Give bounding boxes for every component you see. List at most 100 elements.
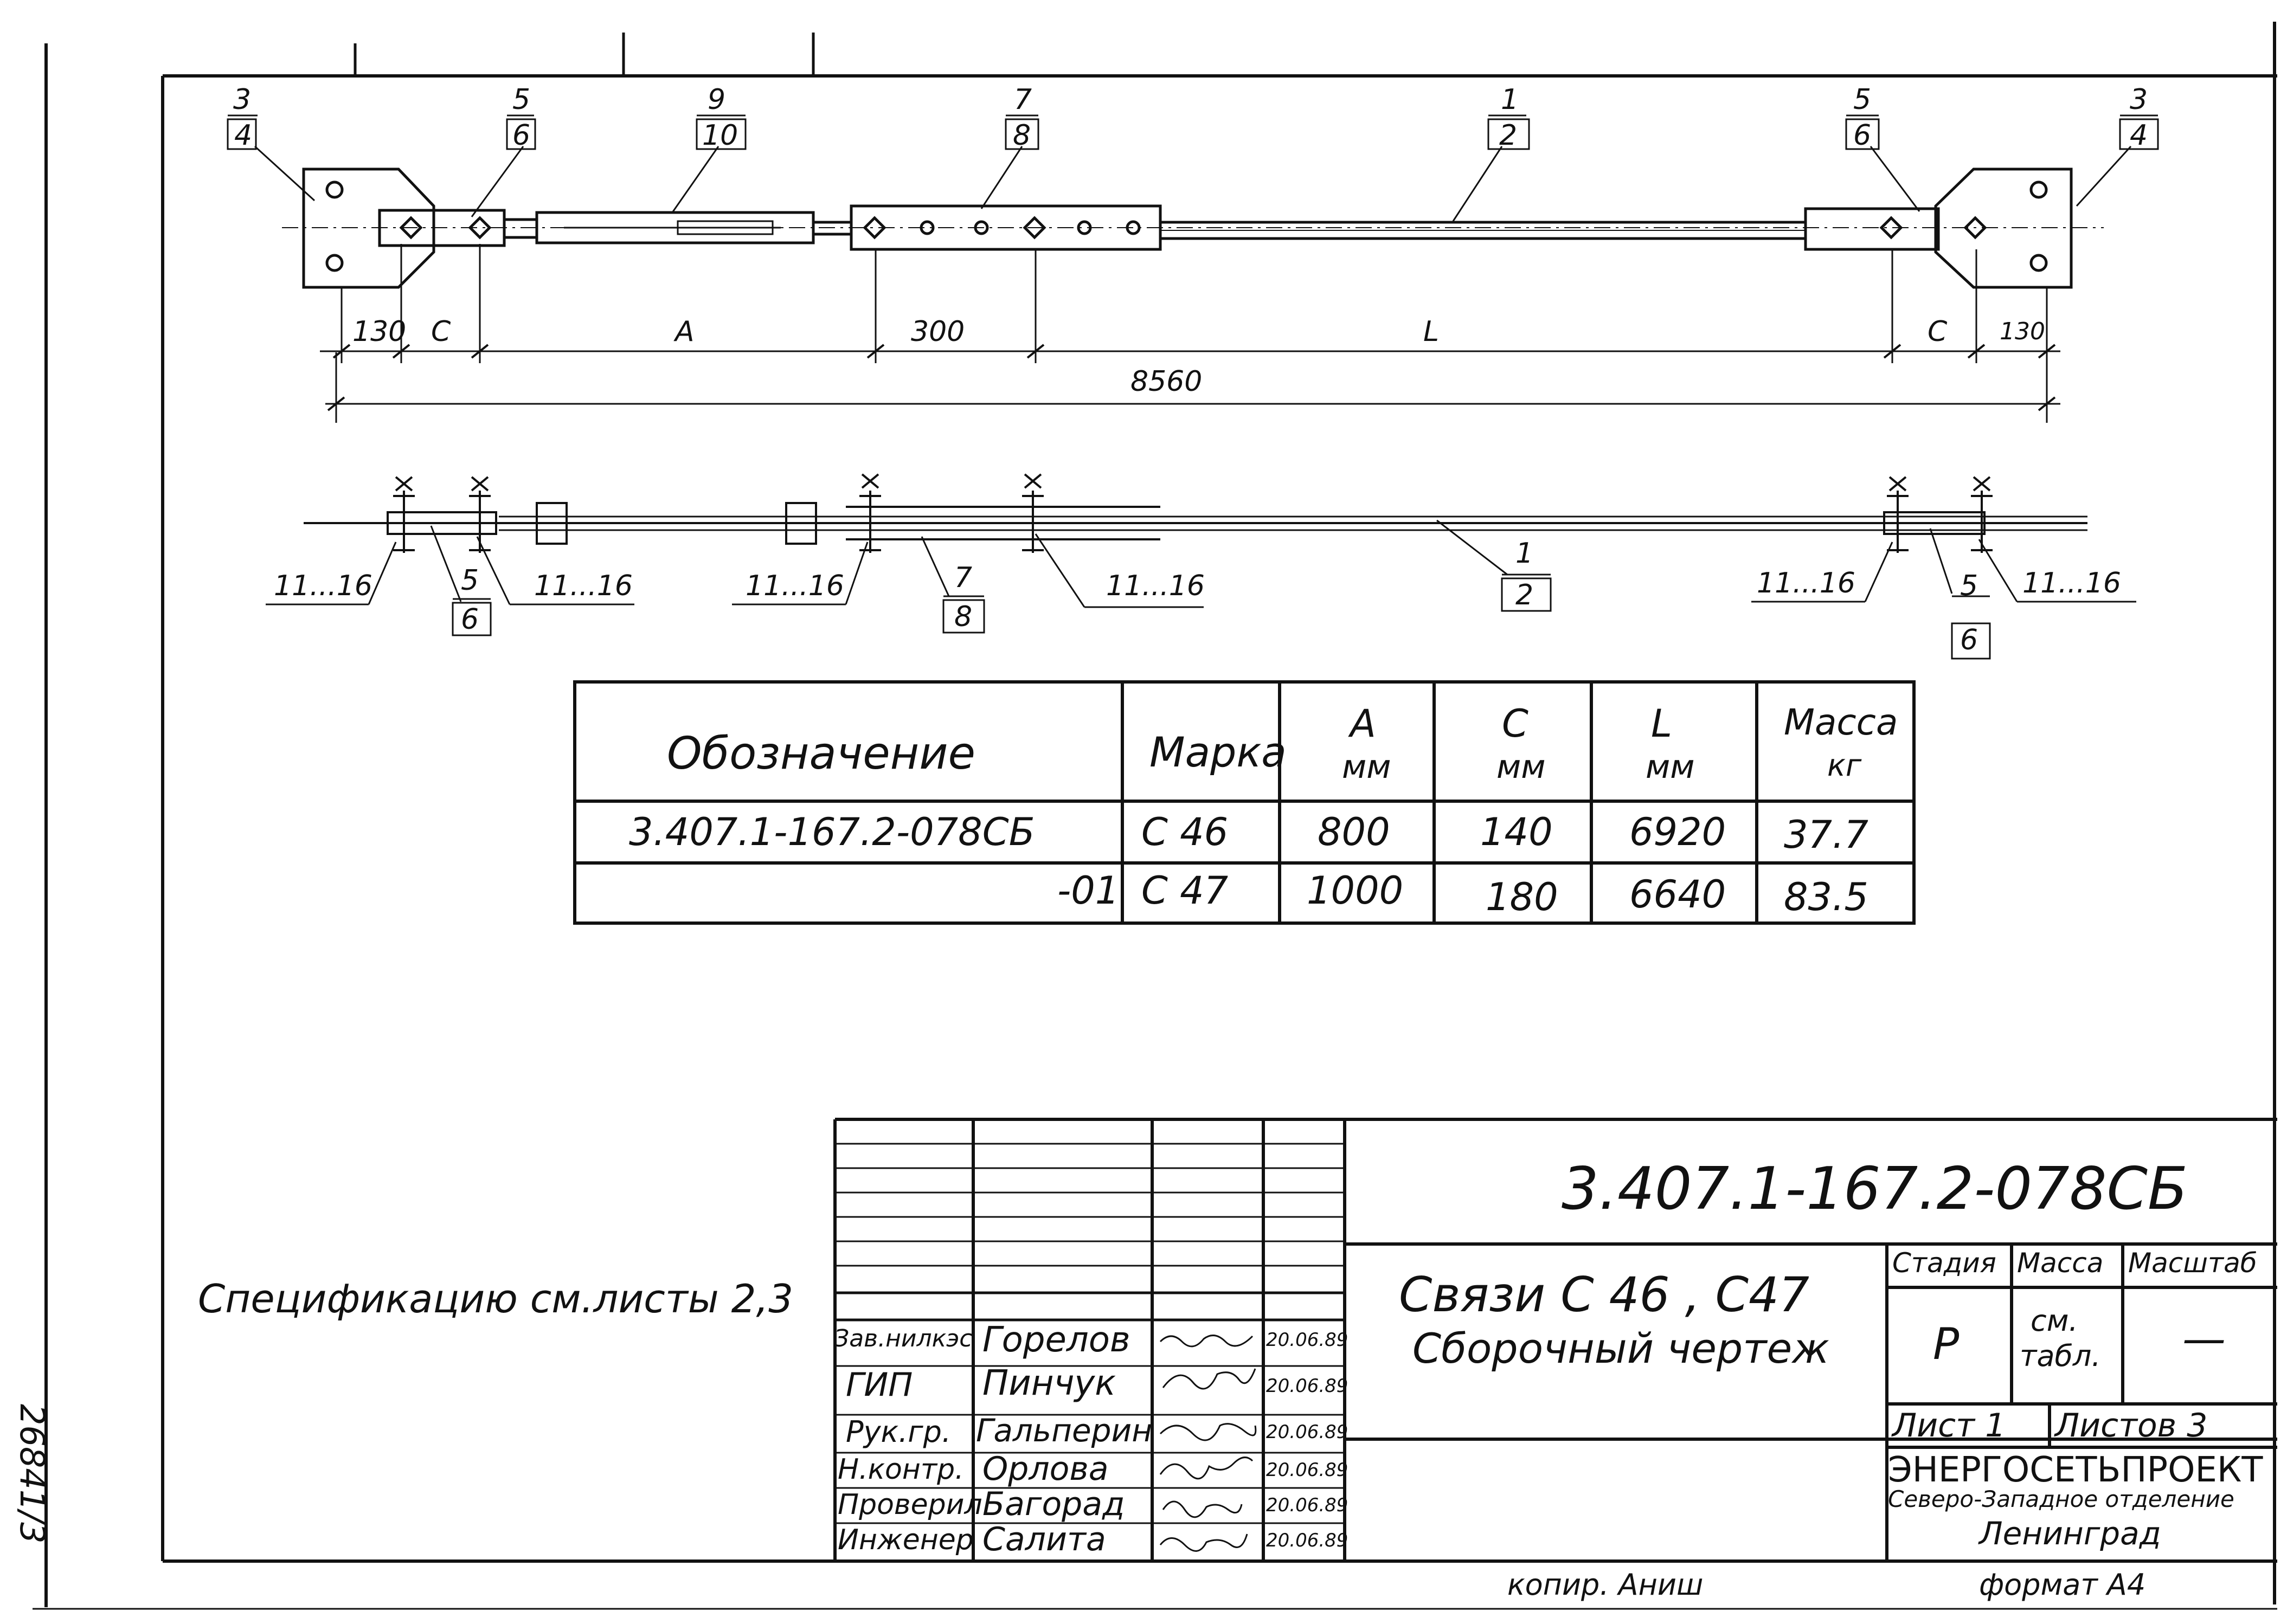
side-label-6: 11...16 (2022, 567, 2121, 600)
signature-date-4: 20.06.89 (1266, 1459, 1348, 1481)
callout-top-5: 1 (1501, 83, 1519, 116)
signature-role-6: Инженер (838, 1524, 974, 1556)
side-turnbuckle-nut-left (536, 502, 568, 545)
table-row-1-mark: С 46 (1141, 810, 1229, 854)
drawing-number: 3.407.1-167.2-078СБ (1562, 1155, 2188, 1223)
signature-name-1: Горелов (982, 1320, 1130, 1360)
callout-bottom-7: 4 (2130, 119, 2148, 152)
signature-role-1: Зав.нилкэс (834, 1325, 973, 1352)
sheets-label: Листов 3 (2055, 1407, 2208, 1445)
mass-header: Масса (2017, 1247, 2104, 1279)
dim-130-left: 130 (352, 315, 407, 348)
side-callout-top-1: 5 (461, 564, 479, 597)
table-header-c-unit: мм (1496, 748, 1546, 786)
table-header-l: L (1651, 701, 1672, 746)
title-block-rows (835, 1143, 1345, 1524)
side-stamp: 26841/3 (12, 1404, 52, 1544)
dimension-ticks (327, 344, 2056, 411)
signature-name-2: Пинчук (982, 1363, 1116, 1403)
signature-role-4: Н.контр. (838, 1453, 964, 1486)
side-label-3: 11...16 (746, 570, 844, 602)
table-header-mass-unit: кг (1827, 748, 1862, 783)
dim-130-right: 130 (2000, 318, 2045, 345)
spec-note: Спецификацию см.листы 2,3 (198, 1276, 794, 1322)
dim-l: L (1423, 315, 1439, 348)
dim-c-right: С (1928, 315, 1948, 348)
signature-salita (1159, 1533, 1248, 1552)
callout-bottom-5: 2 (1499, 119, 1518, 152)
table-row-1-a: 800 (1318, 810, 1390, 854)
callout-top-4: 7 (1014, 83, 1032, 116)
signature-date-2: 20.06.89 (1266, 1375, 1348, 1397)
signature-date-5: 20.06.89 (1266, 1494, 1348, 1516)
callout-top-3: 9 (708, 83, 726, 116)
signature-galperin (1159, 1423, 1257, 1441)
signature-date-6: 20.06.89 (1266, 1530, 1348, 1551)
callout-top-2: 5 (512, 83, 531, 116)
side-callout-top-3: 1 (1515, 537, 1534, 570)
table-row-2-c: 180 (1486, 875, 1558, 919)
table-row-2-mass: 83.5 (1784, 875, 1868, 919)
sheet-label: Лист 1 (1892, 1407, 2006, 1445)
stage-header: Стадия (1892, 1247, 1996, 1279)
signature-date-1: 20.06.89 (1266, 1329, 1348, 1351)
signature-orlova (1159, 1457, 1254, 1480)
mass-value-line1: см. (2031, 1304, 2078, 1338)
side-callout-bottom-3: 2 (1515, 579, 1534, 611)
callout-top-6: 5 (1853, 83, 1872, 116)
table-row-2-a: 1000 (1307, 868, 1404, 913)
left-gusset-plate (302, 167, 435, 289)
table-header-a: А (1350, 701, 1376, 746)
drawing-title-line1: Связи С 46 , С47 (1399, 1267, 1809, 1323)
scale-header: Масштаб (2128, 1247, 2257, 1279)
callout-top-1: 3 (233, 83, 252, 116)
signature-role-5: Проверил (838, 1488, 982, 1521)
side-turnbuckle-nut-right (785, 502, 817, 545)
side-label-5: 11...16 (1757, 567, 1855, 600)
signature-pinchuk (1162, 1368, 1256, 1390)
signature-gorelov (1159, 1335, 1254, 1348)
sheet-frame (33, 22, 2277, 1610)
signature-name-3: Гальперин (976, 1412, 1153, 1449)
side-label-1: 11...16 (274, 570, 372, 602)
scale-value: — (2182, 1313, 2226, 1364)
organization-division: Северо-Западное отделение (1888, 1486, 2234, 1512)
side-label-2: 11...16 (534, 570, 633, 602)
side-callout-bottom-2: 8 (954, 601, 973, 633)
top-view (227, 114, 2159, 423)
format: формат А4 (1979, 1568, 2146, 1602)
side-callout-top-2: 7 (954, 562, 973, 594)
table-header-mark: Марка (1149, 728, 1287, 776)
side-label-4: 11...16 (1106, 570, 1205, 602)
dim-c-left: С (431, 315, 451, 348)
signature-scribbles (1159, 1335, 1257, 1552)
signature-role-3: Рук.гр. (846, 1415, 952, 1449)
signature-name-5: Багорад (982, 1485, 1125, 1523)
signature-role-2: ГИП (846, 1366, 913, 1404)
callout-bottom-2: 6 (512, 119, 531, 152)
callout-bottom-6: 6 (1853, 119, 1872, 152)
right-gusset-plate (1934, 167, 2073, 289)
callout-bottom-1: 4 (234, 119, 253, 152)
side-callout-bottom-1: 6 (461, 603, 479, 636)
table-header-a-unit: мм (1342, 748, 1391, 786)
right-coupler (1804, 207, 1940, 251)
stage-value: Р (1933, 1319, 1960, 1369)
table-row-2-l: 6640 (1629, 872, 1726, 917)
signature-name-4: Орлова (982, 1450, 1109, 1488)
side-view (266, 473, 2136, 660)
drawing-title-line2: Сборочный чертеж (1412, 1324, 1829, 1372)
table-row-1-l: 6920 (1629, 810, 1726, 854)
table-row-1-designation: 3.407.1-167.2-078СБ (629, 810, 1035, 854)
table-row-1-mass: 37.7 (1784, 813, 1868, 857)
signature-bagorad (1162, 1500, 1243, 1518)
dim-300: 300 (911, 315, 965, 348)
copier: копир. Аниш (1507, 1568, 1704, 1602)
table-row-2-mark: С 47 (1141, 868, 1229, 913)
dim-overall: 8560 (1130, 365, 1203, 398)
table-row-1-c: 140 (1480, 810, 1553, 854)
callout-bottom-4: 8 (1013, 119, 1031, 152)
callout-top-7: 3 (2130, 83, 2148, 116)
dim-a: А (675, 315, 695, 348)
